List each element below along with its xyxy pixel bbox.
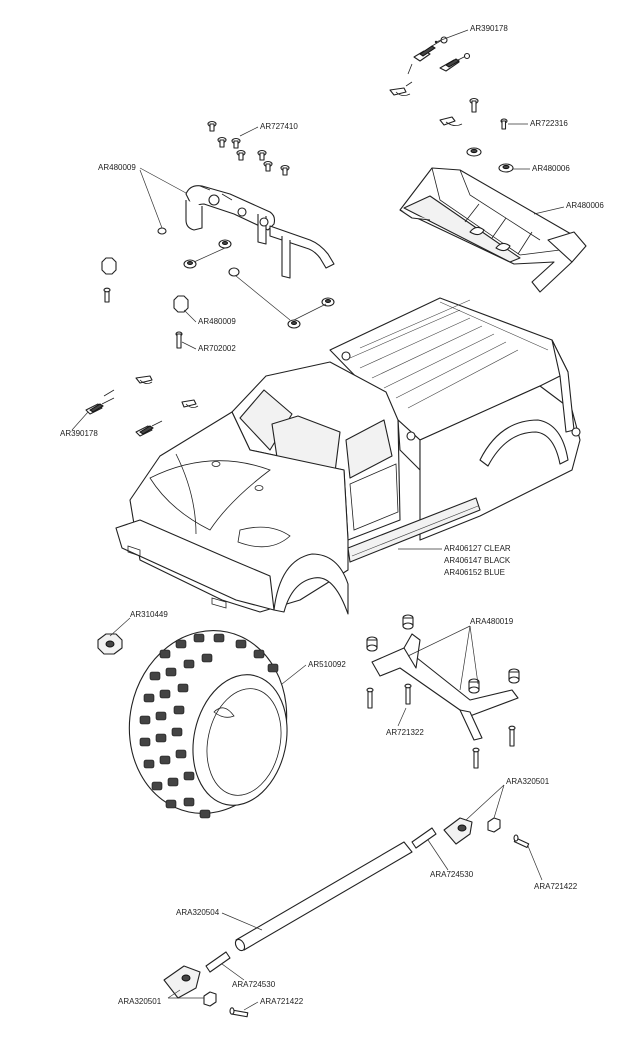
label-ara320501-top: ARA320501 <box>506 777 550 786</box>
rod-end-bottom <box>163 965 217 1007</box>
label-ar722316: AR722316 <box>530 119 568 128</box>
rear-wing <box>399 167 587 293</box>
label-ar480006-a: AR480006 <box>532 164 570 173</box>
pin-ara721422-top <box>513 834 530 849</box>
label-ara721422-bottom: ARA721422 <box>260 997 304 1006</box>
label-body-blue: AR406152 BLUE <box>444 568 505 577</box>
label-ar310449: AR310449 <box>130 610 168 619</box>
label-body-black: AR406147 BLACK <box>444 556 511 565</box>
link-rod-ara320504 <box>234 841 413 952</box>
body-post-left <box>101 257 117 303</box>
label-ar727410: AR727410 <box>260 122 298 131</box>
label-ar510092: AR510092 <box>308 660 346 669</box>
rod-end-top <box>443 817 501 845</box>
pin-ara721422-bottom <box>229 1007 249 1018</box>
wheel-nut-ar310449 <box>97 633 123 655</box>
label-body-clear: AR406127 CLEAR <box>444 544 511 553</box>
label-ar721322: AR721322 <box>386 728 424 737</box>
label-ara480019: ARA480019 <box>470 617 514 626</box>
body-clip-set-top <box>389 36 471 126</box>
body-mount-brace <box>366 614 520 769</box>
label-ara724530-top: ARA724530 <box>430 870 474 879</box>
label-ara320504: ARA320504 <box>176 908 220 917</box>
pin-ar702002 <box>175 331 183 349</box>
sleeve-ara724530-bottom <box>205 951 231 973</box>
label-ara320501-bottom: ARA320501 <box>118 997 162 1006</box>
label-ar480009-mid: AR480009 <box>198 317 236 326</box>
screw-set-ar727410 <box>207 120 290 176</box>
body-mount-cage <box>185 185 335 279</box>
label-ara721422-top: ARA721422 <box>534 882 578 891</box>
tire-tread-blocks <box>139 633 279 819</box>
body-clip-set-left <box>85 375 199 437</box>
label-ar702002: AR702002 <box>198 344 236 353</box>
label-ara724530-bottom: ARA724530 <box>232 980 276 989</box>
wing-nut-ar480006 <box>466 147 514 173</box>
truck-body-shell <box>115 297 581 615</box>
screw-ar722316 <box>469 97 508 130</box>
wheel-tire-assembly <box>128 630 288 819</box>
mount-pins <box>366 683 516 769</box>
mount-posts <box>366 614 520 694</box>
body-post-ar480009 <box>173 295 189 313</box>
label-ar480009-top: AR480009 <box>98 163 136 172</box>
label-ar390178-left: AR390178 <box>60 429 98 438</box>
label-ar480006-b: AR480006 <box>566 201 604 210</box>
label-ar390178-top: AR390178 <box>470 24 508 33</box>
sleeve-ara724530-top <box>411 827 437 849</box>
